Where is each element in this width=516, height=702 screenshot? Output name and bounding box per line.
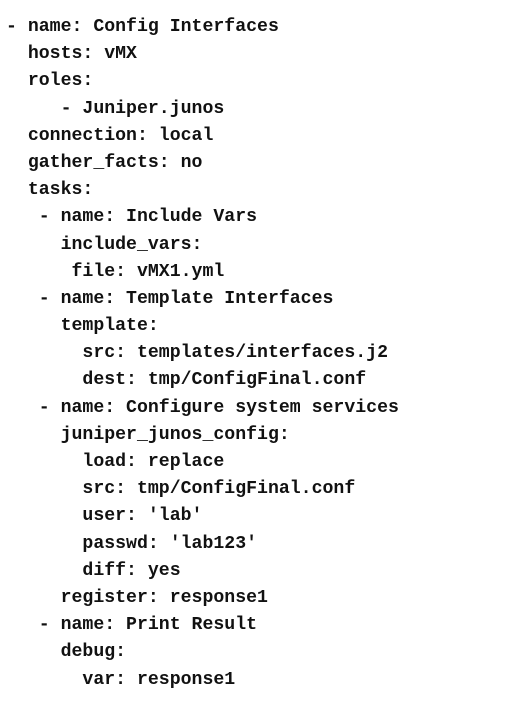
code-line: hosts: vMX [6, 44, 137, 65]
code-line: connection: local [6, 125, 214, 146]
code-line: template: [6, 316, 159, 337]
code-line: dest: tmp/ConfigFinal.conf [6, 370, 367, 391]
code-line: diff: yes [6, 560, 181, 581]
code-line: - name: Include Vars [6, 207, 258, 228]
code-line: user: 'lab' [6, 506, 203, 527]
code-line: gather_facts: no [6, 152, 203, 173]
yaml-code-block: - name: Config Interfaces hosts: vMX rol… [6, 14, 399, 694]
code-line: juniper_junos_config: [6, 424, 290, 445]
code-line: - name: Print Result [6, 615, 258, 636]
code-line: - name: Template Interfaces [6, 288, 334, 309]
code-line: file: vMX1.yml [6, 261, 225, 282]
code-line: tasks: [6, 180, 94, 201]
code-line: var: response1 [6, 669, 236, 690]
code-line: register: response1 [6, 587, 268, 608]
code-line: - name: Config Interfaces [6, 17, 279, 37]
code-line: src: tmp/ConfigFinal.conf [6, 479, 356, 500]
code-line: - Juniper.junos [6, 98, 225, 119]
code-line: src: templates/interfaces.j2 [6, 343, 388, 364]
code-line: include_vars: [6, 234, 203, 255]
code-line: passwd: 'lab123' [6, 533, 258, 554]
code-line: roles: [6, 71, 94, 92]
code-line: debug: [6, 642, 127, 663]
code-line: load: replace [6, 452, 225, 472]
code-line: - name: Configure system services [6, 397, 399, 418]
